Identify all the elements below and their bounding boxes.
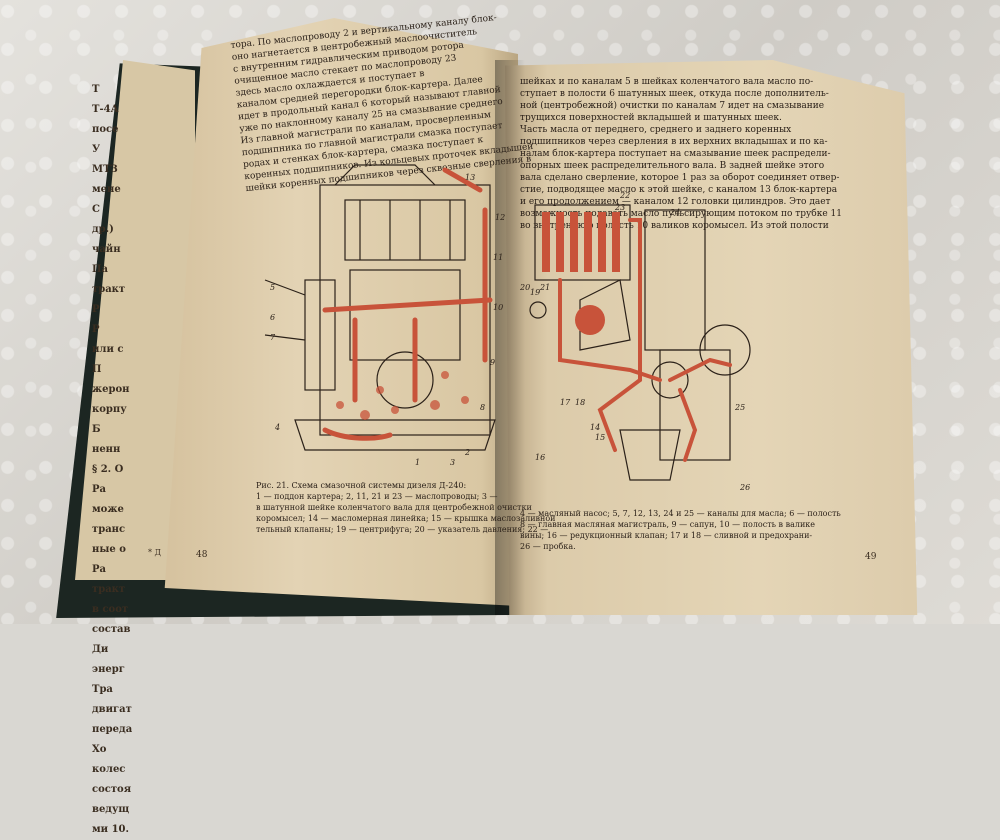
text-line: шейках и по каналам 5 в шейках коленчато… bbox=[520, 77, 814, 87]
caption-line: 1 — поддон картера; 2, 11, 21 и 23 — мас… bbox=[256, 492, 498, 501]
left-figure-caption: Рис. 21. Схема смазочной системы дизеля … bbox=[256, 480, 556, 535]
callout-number: 11 bbox=[493, 253, 503, 262]
text-line: мене bbox=[92, 184, 121, 195]
text-line: подшипников через сверления в их верхних… bbox=[520, 137, 828, 147]
callout-number: 3 bbox=[450, 458, 455, 467]
text-line: во внутреннюю полость 10 валиков коромыс… bbox=[520, 221, 829, 231]
text-line: стие, подводящее масло к этой шейке, с к… bbox=[520, 185, 838, 195]
text-line: или с bbox=[92, 344, 124, 355]
text-line: возможность подавать масло пульсирующим … bbox=[520, 209, 842, 219]
callout-number: 4 bbox=[274, 423, 280, 432]
text-line: в соот bbox=[92, 604, 129, 615]
text-line: энерг bbox=[92, 664, 125, 675]
callout-number: 5 bbox=[270, 283, 275, 292]
caption-line: 8 — главная масляная магистраль, 9 — сап… bbox=[520, 520, 816, 529]
callout-number: 21 bbox=[539, 283, 550, 292]
text-line: Па bbox=[92, 264, 108, 275]
callout-number: 2 bbox=[464, 448, 470, 457]
text-line: ной (центробежной) очистки по каналам 7 … bbox=[520, 101, 825, 111]
text-line: жерон bbox=[92, 384, 130, 395]
footnote: * Д bbox=[148, 548, 162, 557]
caption-line: 4 — масляный насос; 5, 7, 12, 13, 24 и 2… bbox=[520, 509, 841, 518]
callout-number: 20 bbox=[519, 283, 530, 292]
caption-line: 26 — пробка. bbox=[520, 542, 576, 551]
callout-number: 25 bbox=[734, 403, 745, 412]
text-line: колес bbox=[92, 764, 126, 775]
left-page bbox=[164, 18, 518, 606]
text-line: транс bbox=[92, 524, 126, 535]
text-line: ступает в полости 6 шатунных шеек, откуд… bbox=[520, 89, 829, 99]
text-line: ненн bbox=[92, 444, 121, 455]
text-line: состав bbox=[92, 624, 131, 635]
text-line: Т-4А bbox=[92, 104, 119, 115]
callout-number: 1 bbox=[415, 458, 420, 467]
left-page-number: 48 bbox=[196, 550, 208, 560]
text-line: состоя bbox=[92, 784, 132, 795]
text-line: опорных шеек распределительного вала. В … bbox=[520, 161, 825, 171]
text-line: вала сделано сверление, которое 1 раз за… bbox=[520, 173, 840, 183]
text-line: С bbox=[92, 204, 100, 215]
text-line: Хо bbox=[92, 744, 107, 755]
callout-number: 13 bbox=[465, 173, 475, 182]
callout-number: 6 bbox=[270, 313, 275, 322]
callout-number: 7 bbox=[270, 333, 276, 342]
caption-line: вины; 16 — редукционный клапан; 17 и 18 … bbox=[520, 531, 813, 540]
caption-line: Рис. 21. Схема смазочной системы дизеля … bbox=[256, 481, 467, 490]
text-line: Р bbox=[92, 304, 100, 315]
callout-number: 22 bbox=[619, 191, 630, 200]
callout-number: 12 bbox=[495, 213, 505, 222]
text-line: Ра bbox=[92, 484, 106, 495]
callout-number: 9 bbox=[490, 358, 495, 367]
right-page-body-text: шейках и по каналам 5 в шейках коленчато… bbox=[520, 76, 842, 232]
text-line: Б bbox=[92, 424, 101, 435]
text-line: У bbox=[92, 144, 101, 155]
text-line: може bbox=[92, 504, 124, 515]
callout-number: 10 bbox=[493, 303, 503, 312]
callout-number: 23 bbox=[614, 203, 625, 212]
text-line: двигат bbox=[92, 704, 132, 715]
caption-line: тельный клапаны; 19 — центрифуга; 20 — у… bbox=[256, 525, 549, 534]
text-line: П bbox=[92, 364, 102, 375]
callout-number: 18 bbox=[575, 398, 585, 407]
text-line: Часть масла от переднего, среднего и зад… bbox=[520, 125, 792, 135]
text-line: налам блок-картера поступает на смазыван… bbox=[520, 149, 831, 159]
callout-number: 17 bbox=[560, 398, 571, 407]
text-line: ми 10. bbox=[92, 824, 129, 835]
callout-number: 14 bbox=[590, 423, 600, 432]
text-line: ведущ bbox=[92, 804, 130, 815]
callout-number: 19 bbox=[530, 288, 540, 297]
text-line: Тра bbox=[92, 684, 113, 695]
callout-number: 24 bbox=[669, 208, 680, 217]
callout-number: 26 bbox=[739, 483, 750, 492]
text-line: трущихся поверхностей вкладышей и шатунн… bbox=[520, 113, 782, 123]
text-line: Ра bbox=[92, 564, 106, 575]
book-gutter bbox=[495, 60, 525, 615]
callout-number: 8 bbox=[480, 403, 485, 412]
text-line: тракт bbox=[92, 284, 126, 295]
text-line: тракт bbox=[92, 584, 126, 595]
text-line: и его продолжением — каналом 12 головки … bbox=[520, 197, 831, 207]
text-line: Ди bbox=[92, 644, 109, 655]
text-line: МТЗ bbox=[92, 164, 118, 175]
text-line: ные о bbox=[92, 544, 126, 555]
right-page-number: 49 bbox=[865, 552, 877, 562]
right-figure-caption: 4 — масляный насос; 5, 7, 12, 13, 24 и 2… bbox=[520, 508, 841, 552]
text-line: др.) bbox=[92, 224, 114, 235]
caption-line: коромысел; 14 — масломерная линейка; 15 … bbox=[256, 514, 556, 523]
text-line: § 2. О bbox=[92, 464, 124, 475]
right-page bbox=[505, 60, 918, 615]
text-line: чайн bbox=[92, 244, 121, 255]
text-line: посе bbox=[92, 124, 119, 135]
caption-line: в шатунной шейке коленчатого вала для це… bbox=[256, 503, 532, 512]
callout-number: 16 bbox=[535, 453, 545, 462]
text-line: переда bbox=[92, 724, 133, 735]
text-line: Р bbox=[92, 324, 100, 335]
text-line: Т bbox=[92, 84, 100, 95]
callout-number: 15 bbox=[595, 433, 605, 442]
text-line: корпу bbox=[92, 404, 127, 415]
